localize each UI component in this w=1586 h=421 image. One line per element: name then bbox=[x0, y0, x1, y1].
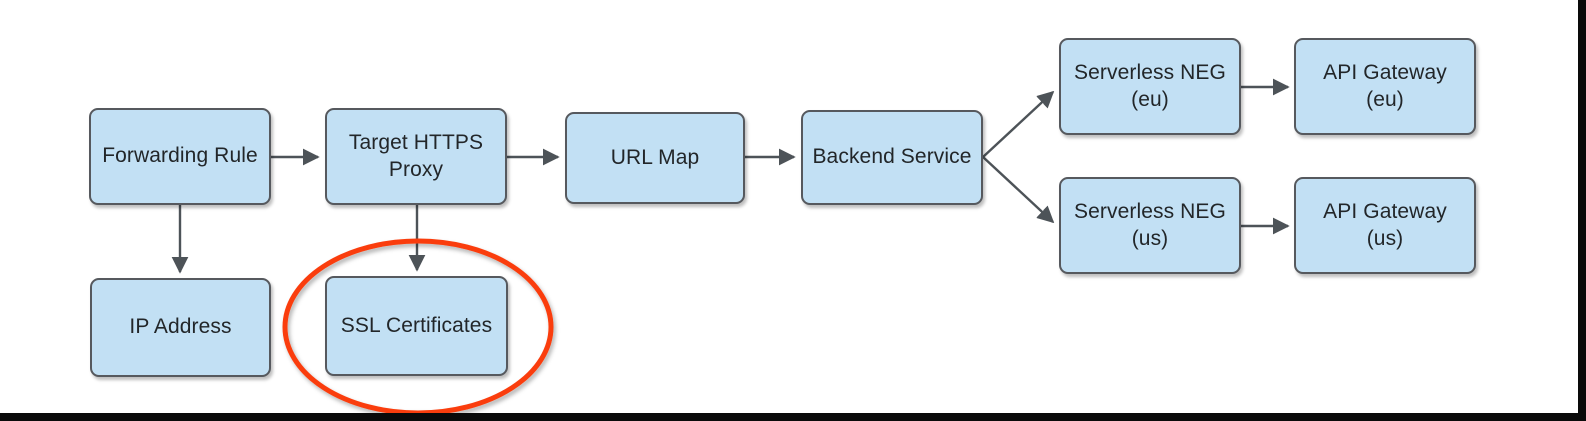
node-serverless-neg-us[interactable]: Serverless NEG (us) bbox=[1059, 177, 1241, 274]
node-target-https-proxy-label: Target HTTPS Proxy bbox=[348, 131, 484, 181]
node-ip-address[interactable]: IP Address bbox=[90, 278, 271, 377]
node-backend-service-label: Backend Service bbox=[812, 145, 972, 169]
node-url-map-label: URL Map bbox=[610, 145, 700, 169]
edge-backend-service-to-serverless-neg-eu bbox=[982, 90, 1055, 158]
node-target-https-proxy[interactable]: Target HTTPS Proxy bbox=[325, 108, 507, 205]
node-ssl-certificates[interactable]: SSL Certificates bbox=[325, 276, 508, 376]
node-backend-service[interactable]: Backend Service bbox=[801, 110, 983, 205]
node-url-map[interactable]: URL Map bbox=[565, 112, 745, 204]
node-serverless-neg-eu[interactable]: Serverless NEG (eu) bbox=[1059, 38, 1241, 135]
node-ip-address-label: IP Address bbox=[129, 315, 232, 339]
node-forwarding-rule[interactable]: Forwarding Rule bbox=[89, 108, 271, 205]
node-serverless-neg-us-label: Serverless NEG (us) bbox=[1074, 200, 1226, 250]
node-api-gateway-us[interactable]: API Gateway (us) bbox=[1294, 177, 1476, 274]
node-api-gateway-eu-label: API Gateway (eu) bbox=[1323, 61, 1447, 111]
node-api-gateway-us-label: API Gateway (us) bbox=[1323, 200, 1447, 250]
node-serverless-neg-eu-label: Serverless NEG (eu) bbox=[1074, 61, 1226, 111]
node-forwarding-rule-label: Forwarding Rule bbox=[102, 144, 258, 168]
window-bottom-edge bbox=[0, 413, 1586, 421]
edge-backend-service-to-serverless-neg-us bbox=[982, 156, 1055, 224]
node-api-gateway-eu[interactable]: API Gateway (eu) bbox=[1294, 38, 1476, 135]
window-right-edge bbox=[1578, 0, 1586, 421]
node-ssl-certificates-label: SSL Certificates bbox=[340, 313, 493, 337]
